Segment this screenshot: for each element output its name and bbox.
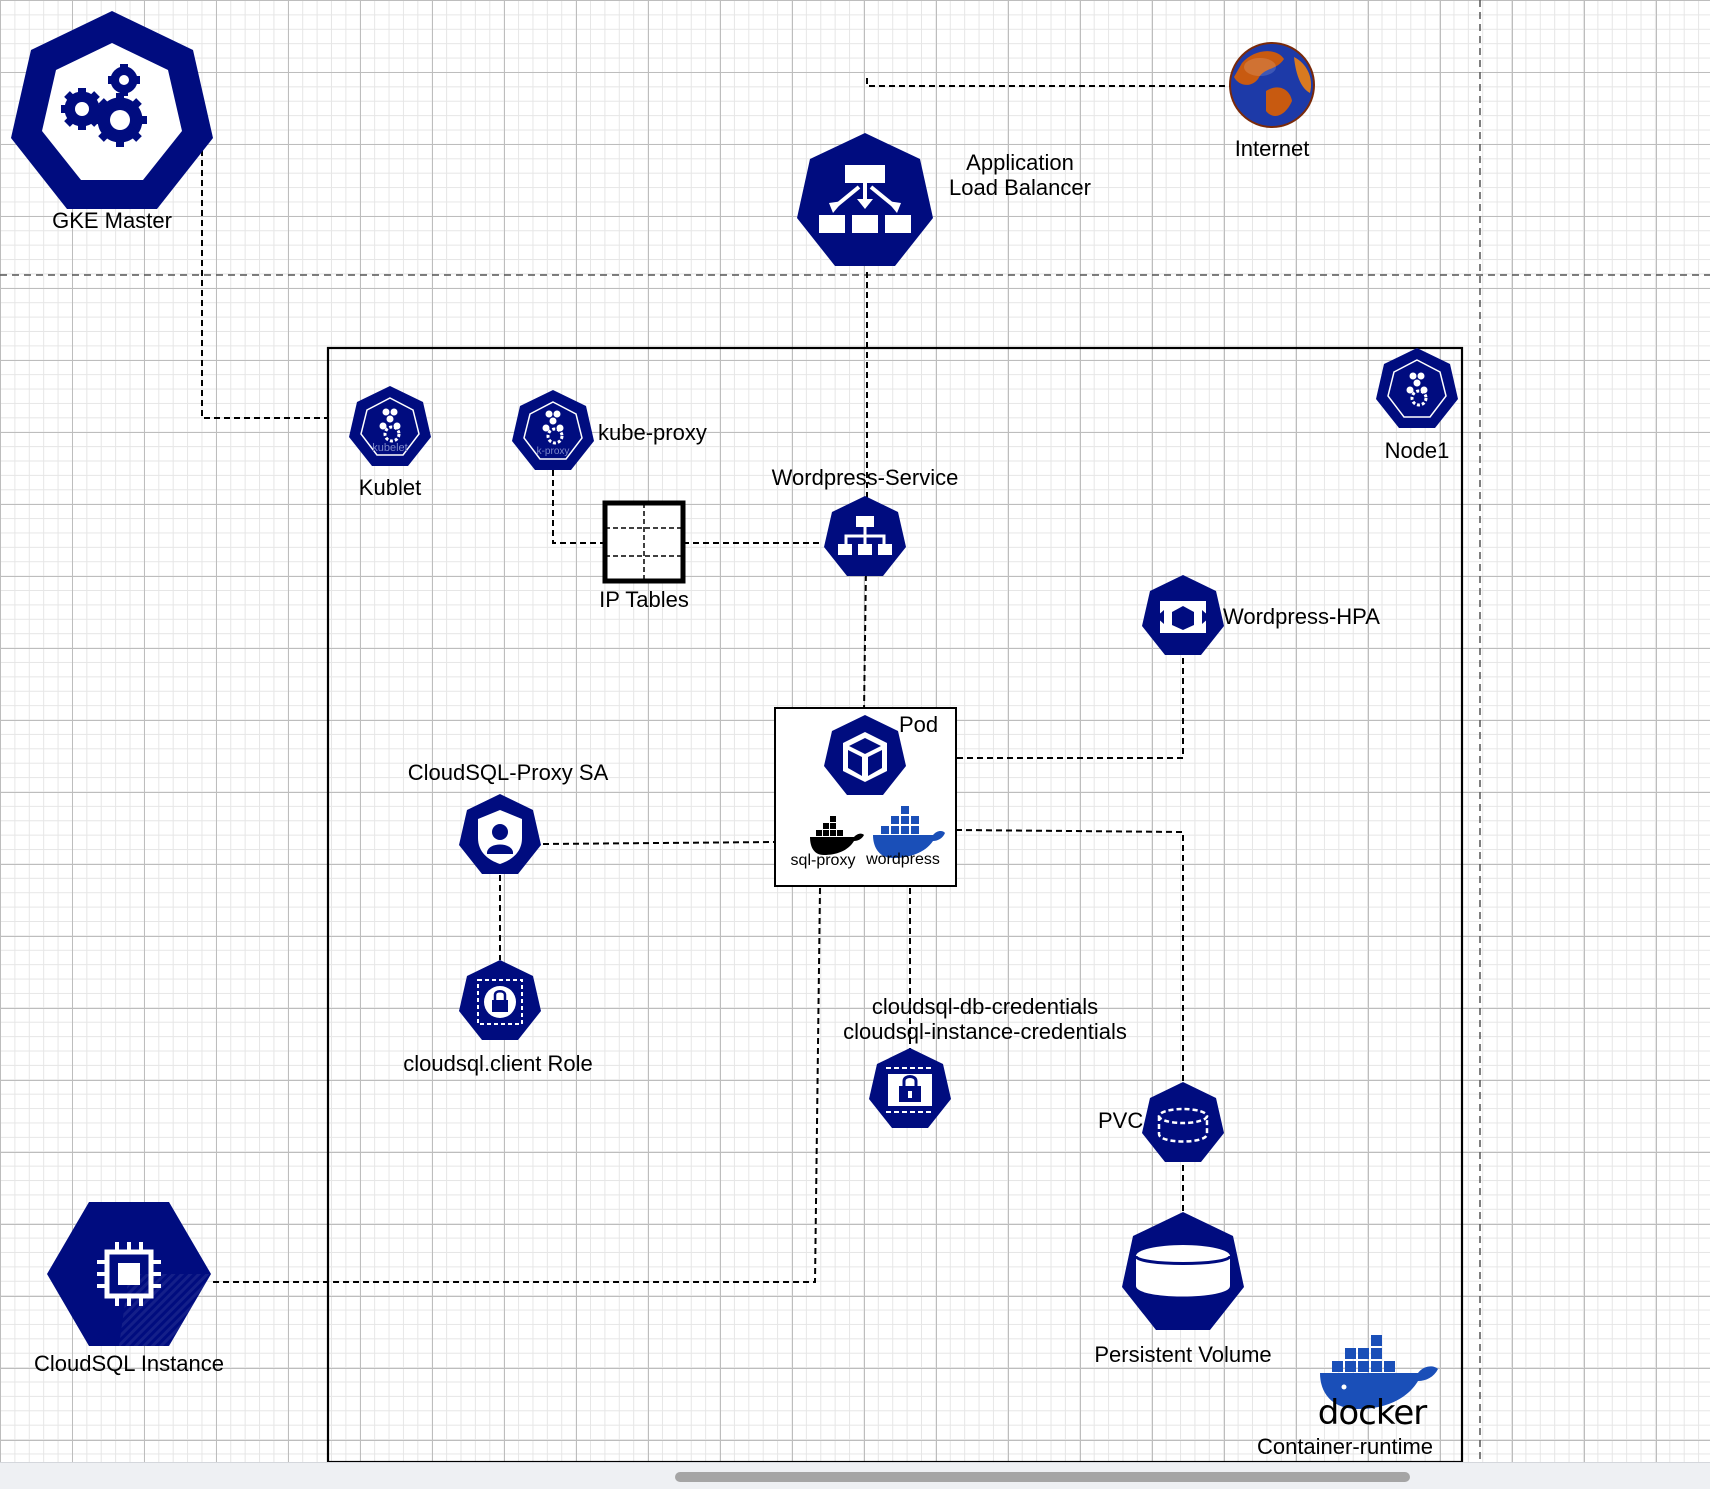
cloudsql-proxy-sa-label: CloudSQL-Proxy SA xyxy=(407,760,609,785)
node1-label: Node1 xyxy=(1384,438,1450,463)
docker-whale-icon xyxy=(873,806,945,858)
connector-service-pod xyxy=(863,494,868,713)
cloudsql-instance-label: CloudSQL Instance xyxy=(34,1351,224,1376)
wordpress-hpa-label: Wordpress-HPA xyxy=(1223,604,1380,629)
load-balancer-icon[interactable] xyxy=(797,133,933,266)
kubelet-icon[interactable] xyxy=(349,386,431,466)
pod-cube-icon xyxy=(824,715,906,795)
load-balancer-label: Application Load Balancer xyxy=(949,150,1091,201)
connector-internet-alb xyxy=(866,78,1230,87)
hpa-icon[interactable] xyxy=(1142,575,1224,655)
pvc-icon[interactable] xyxy=(1142,1082,1224,1162)
docker-wordmark: docker xyxy=(1317,1393,1427,1433)
ip-tables-icon[interactable] xyxy=(602,500,686,584)
connector-sa-pod xyxy=(542,841,776,845)
connector-pod-pvc xyxy=(955,829,1184,1085)
gke-master-label: GKE Master xyxy=(52,208,172,233)
node-icon[interactable] xyxy=(1376,348,1458,428)
role-lock-icon[interactable] xyxy=(459,960,541,1040)
horizontal-scrollbar[interactable] xyxy=(0,1462,1710,1489)
sql-proxy-label: sql-proxy xyxy=(790,852,856,869)
cpu-chip-icon[interactable] xyxy=(47,1202,211,1346)
kube-proxy-label: kube-proxy xyxy=(598,420,707,445)
service-icon[interactable] xyxy=(824,496,906,576)
secrets-label: cloudsql-db-credentials cloudsql-instanc… xyxy=(843,994,1127,1045)
kube-proxy-icon[interactable] xyxy=(512,390,594,470)
gke-master-icon[interactable] xyxy=(11,11,213,209)
secret-icon[interactable] xyxy=(869,1048,951,1128)
docker-whale-icon xyxy=(810,816,864,855)
connector-master-kubelet xyxy=(201,140,328,419)
globe-icon[interactable] xyxy=(1229,42,1315,128)
kubelet-label: Kublet xyxy=(358,475,422,500)
persistent-volume-icon[interactable] xyxy=(1122,1212,1244,1330)
connector-kubeproxy-iptables xyxy=(552,470,605,544)
ip-tables-label: IP Tables xyxy=(599,587,689,612)
persistent-volume-label: Persistent Volume xyxy=(1094,1342,1272,1367)
internet-label: Internet xyxy=(1234,136,1310,161)
connector-hpa-pod xyxy=(956,648,1184,759)
service-account-icon[interactable] xyxy=(459,794,541,874)
wordpress-container-label: wordpress xyxy=(866,851,940,868)
connector-pod-cloudsql xyxy=(210,887,821,1283)
docker-logo-icon xyxy=(1320,1335,1438,1409)
wordpress-service-label: Wordpress-Service xyxy=(771,465,959,490)
connectors xyxy=(201,78,1230,1283)
gears-icon xyxy=(61,64,147,147)
kubelet-badge: kubelet xyxy=(372,442,408,454)
pvc-label: PVC xyxy=(1098,1108,1144,1133)
cloudsql-client-role-label: cloudsql.client Role xyxy=(403,1051,593,1076)
kube-proxy-badge: k-proxy xyxy=(536,446,570,457)
container-runtime-label: Container-runtime xyxy=(1256,1434,1434,1459)
scrollbar-thumb[interactable] xyxy=(675,1472,1410,1482)
pod-label: Pod xyxy=(899,712,939,737)
